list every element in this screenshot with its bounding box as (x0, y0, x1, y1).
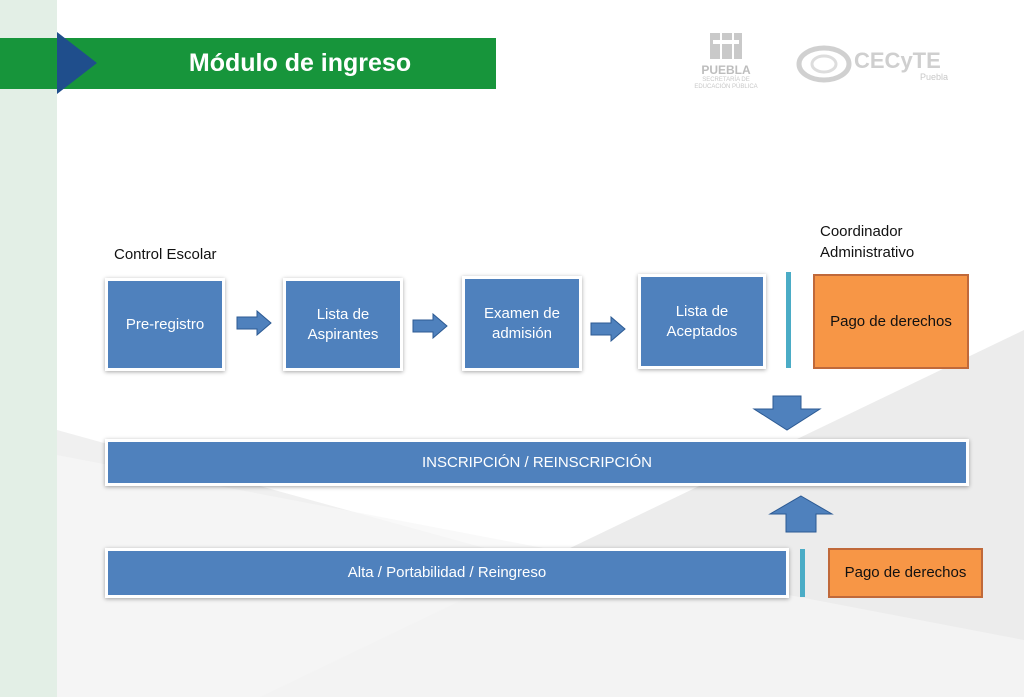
lista-aceptados-line1: Lista de (675, 302, 729, 320)
examen-line2: admisión (491, 324, 553, 342)
page-title: Módulo de ingreso (188, 49, 412, 77)
right-arrow-icon (236, 310, 272, 336)
puebla-logo-name: PUEBLA (701, 63, 751, 77)
cecyte-logo-sub: Puebla (920, 72, 949, 82)
lista-aspirantes-box: Lista de Aspirantes (283, 278, 403, 371)
control-escolar-label: Control Escolar (114, 246, 217, 263)
examen-line1: Examen de (484, 304, 560, 322)
inscripcion-label: INSCRIPCIÓN / REINSCRIPCIÓN (421, 453, 653, 471)
lista-aspirantes-line2: Aspirantes (307, 325, 379, 343)
examen-admision-box: Examen de admisión (462, 276, 582, 371)
separator-bottom (800, 549, 805, 597)
preregistro-box: Pre-registro (105, 278, 225, 371)
up-arrow-icon (768, 495, 834, 533)
puebla-logo: PUEBLA SECRETARÍA DE EDUCACIÓN PÚBLICA (684, 30, 768, 96)
puebla-logo-sub1: SECRETARÍA DE (702, 77, 750, 83)
right-arrow-icon (590, 316, 626, 342)
title-arrow-icon (57, 32, 97, 94)
coordinador-label-line2: Administrativo (820, 244, 915, 261)
alta-portabilidad-bar: Alta / Portabilidad / Reingreso (105, 548, 789, 598)
right-arrow-icon (412, 313, 448, 339)
puebla-emblem-icon (710, 33, 742, 59)
pago-derechos-box-top: Pago de derechos (813, 274, 969, 369)
pago-derechos-bottom-label: Pago de derechos (844, 564, 967, 581)
cecyte-logo: CECyTE Puebla (796, 40, 956, 90)
lista-aceptados-line2: Aceptados (666, 322, 738, 340)
lista-aceptados-box: Lista de Aceptados (638, 274, 766, 369)
pago-derechos-top-label: Pago de derechos (830, 312, 952, 330)
down-arrow-icon (752, 395, 822, 431)
puebla-logo-sub2: EDUCACIÓN PÚBLICA (694, 84, 758, 90)
alta-label: Alta / Portabilidad / Reingreso (347, 564, 547, 581)
preregistro-label: Pre-registro (125, 315, 205, 333)
cecyte-swirl-icon (796, 45, 852, 83)
pago-derechos-box-bottom: Pago de derechos (828, 548, 983, 598)
separator-top (786, 272, 791, 368)
inscripcion-bar: INSCRIPCIÓN / REINSCRIPCIÓN (105, 439, 969, 486)
lista-aspirantes-line1: Lista de (316, 305, 370, 323)
cecyte-logo-name: CECyTE (854, 48, 941, 73)
coordinador-label-line1: Coordinador (820, 223, 903, 240)
